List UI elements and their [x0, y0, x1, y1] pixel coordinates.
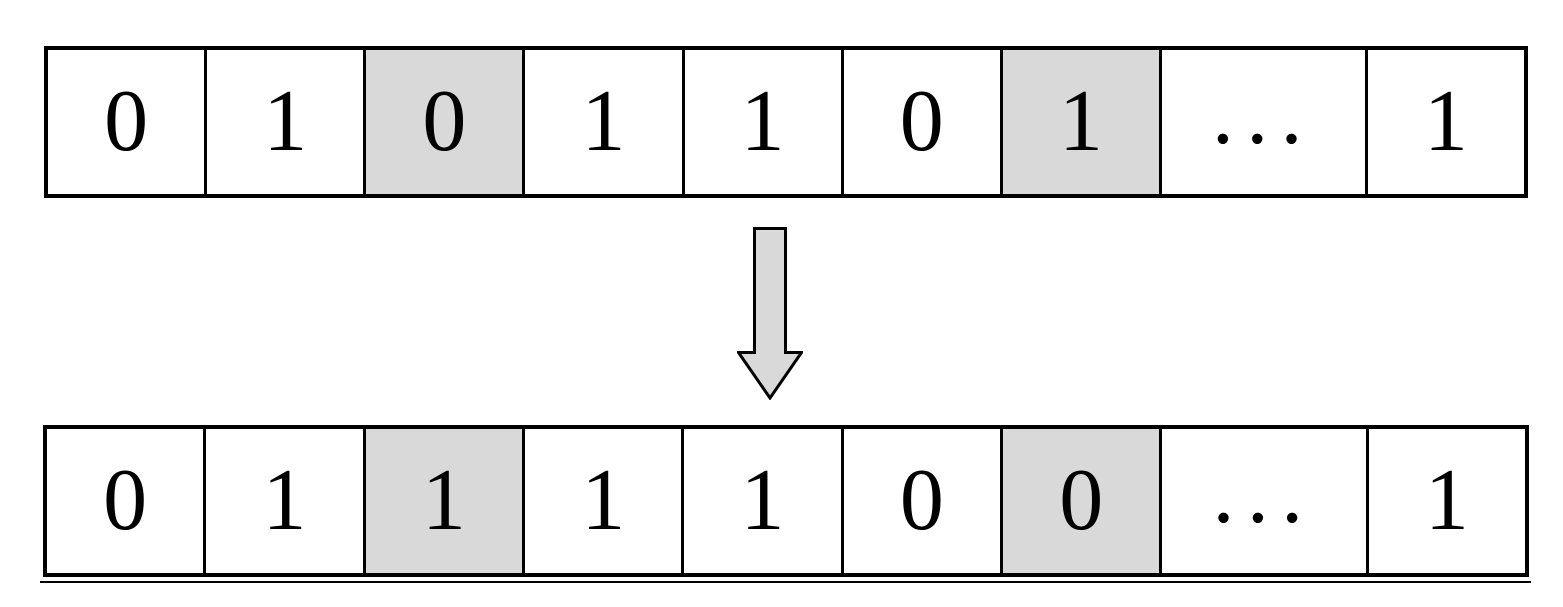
bottom-rule-line [40, 581, 1531, 583]
bit-cell: 1 [1368, 429, 1525, 573]
bit-cell: ... [1161, 50, 1368, 194]
bit-cell: 0 [47, 429, 207, 573]
bit-cell: 0 [843, 50, 1003, 194]
bit-cell: 1 [206, 429, 366, 573]
bit-cell: 1 [207, 50, 367, 194]
bit-cell: 1 [684, 50, 844, 194]
block-arrow-down-shape [737, 227, 803, 400]
bit-cell: 1 [1367, 50, 1524, 194]
bit-cell: ... [1162, 429, 1369, 573]
bit-cell: 0 [843, 429, 1004, 573]
bit-cell-highlighted: 1 [365, 429, 526, 573]
bit-cell: 0 [48, 50, 208, 194]
bit-cell-highlighted: 0 [366, 50, 526, 194]
bit-cell: 1 [525, 50, 685, 194]
bit-cell: 1 [684, 429, 844, 573]
bit-cell-highlighted: 0 [1003, 429, 1163, 573]
bit-cell: 1 [525, 429, 685, 573]
bit-cell-highlighted: 1 [1002, 50, 1162, 194]
block-arrow-down-icon [737, 227, 803, 400]
